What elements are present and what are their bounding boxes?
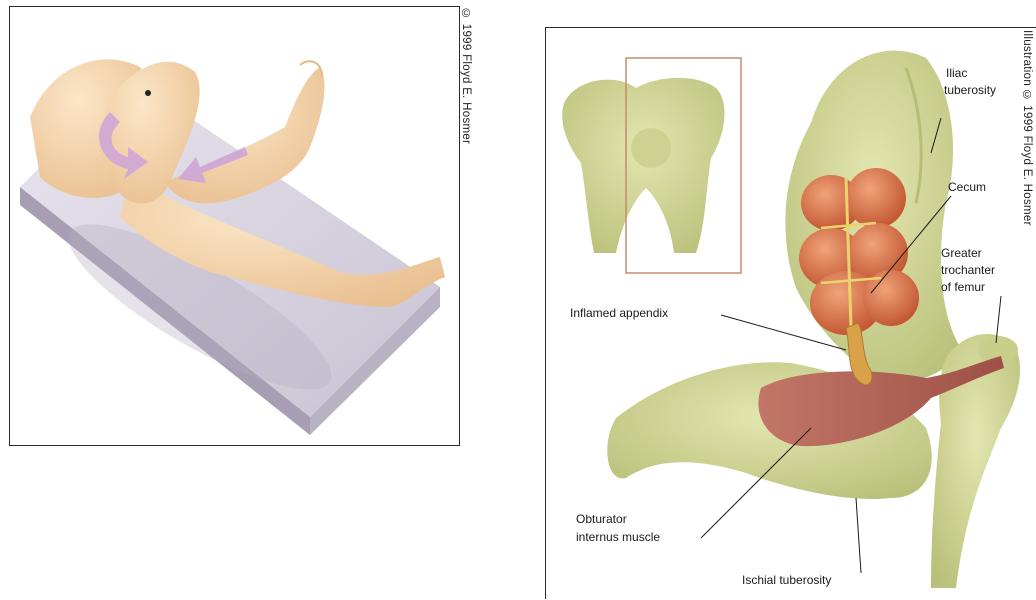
label-greater-trochanter-line1: Greater — [941, 246, 982, 261]
supine-patient-illustration — [10, 7, 461, 447]
left-copyright-credit: © 1999 Floyd E. Hosmer — [460, 8, 472, 144]
label-greater-trochanter-line3: of femur — [941, 280, 985, 295]
label-inflamed-appendix: Inflamed appendix — [570, 306, 668, 321]
label-iliac-tuberosity-line1: Iliac — [946, 66, 967, 81]
label-ischial-tuberosity: Ischial tuberosity — [742, 573, 831, 588]
pelvis-inset-thumbnail — [562, 58, 741, 273]
left-illustration-panel — [9, 6, 460, 446]
label-iliac-tuberosity-line2: tuberosity — [944, 83, 996, 98]
right-copyright-credit: Illustration © 1999 Floyd E. Hosmer — [1021, 30, 1033, 226]
label-greater-trochanter-line2: trochanter — [941, 263, 995, 278]
cecum — [799, 168, 919, 335]
right-illustration-panel: Iliac tuberosity Cecum Greater trochante… — [545, 27, 1036, 599]
label-cecum: Cecum — [948, 180, 986, 195]
hip-point-marker — [145, 90, 151, 96]
label-obturator-line1: Obturator — [576, 512, 627, 527]
label-obturator-line2: internus muscle — [576, 530, 660, 545]
